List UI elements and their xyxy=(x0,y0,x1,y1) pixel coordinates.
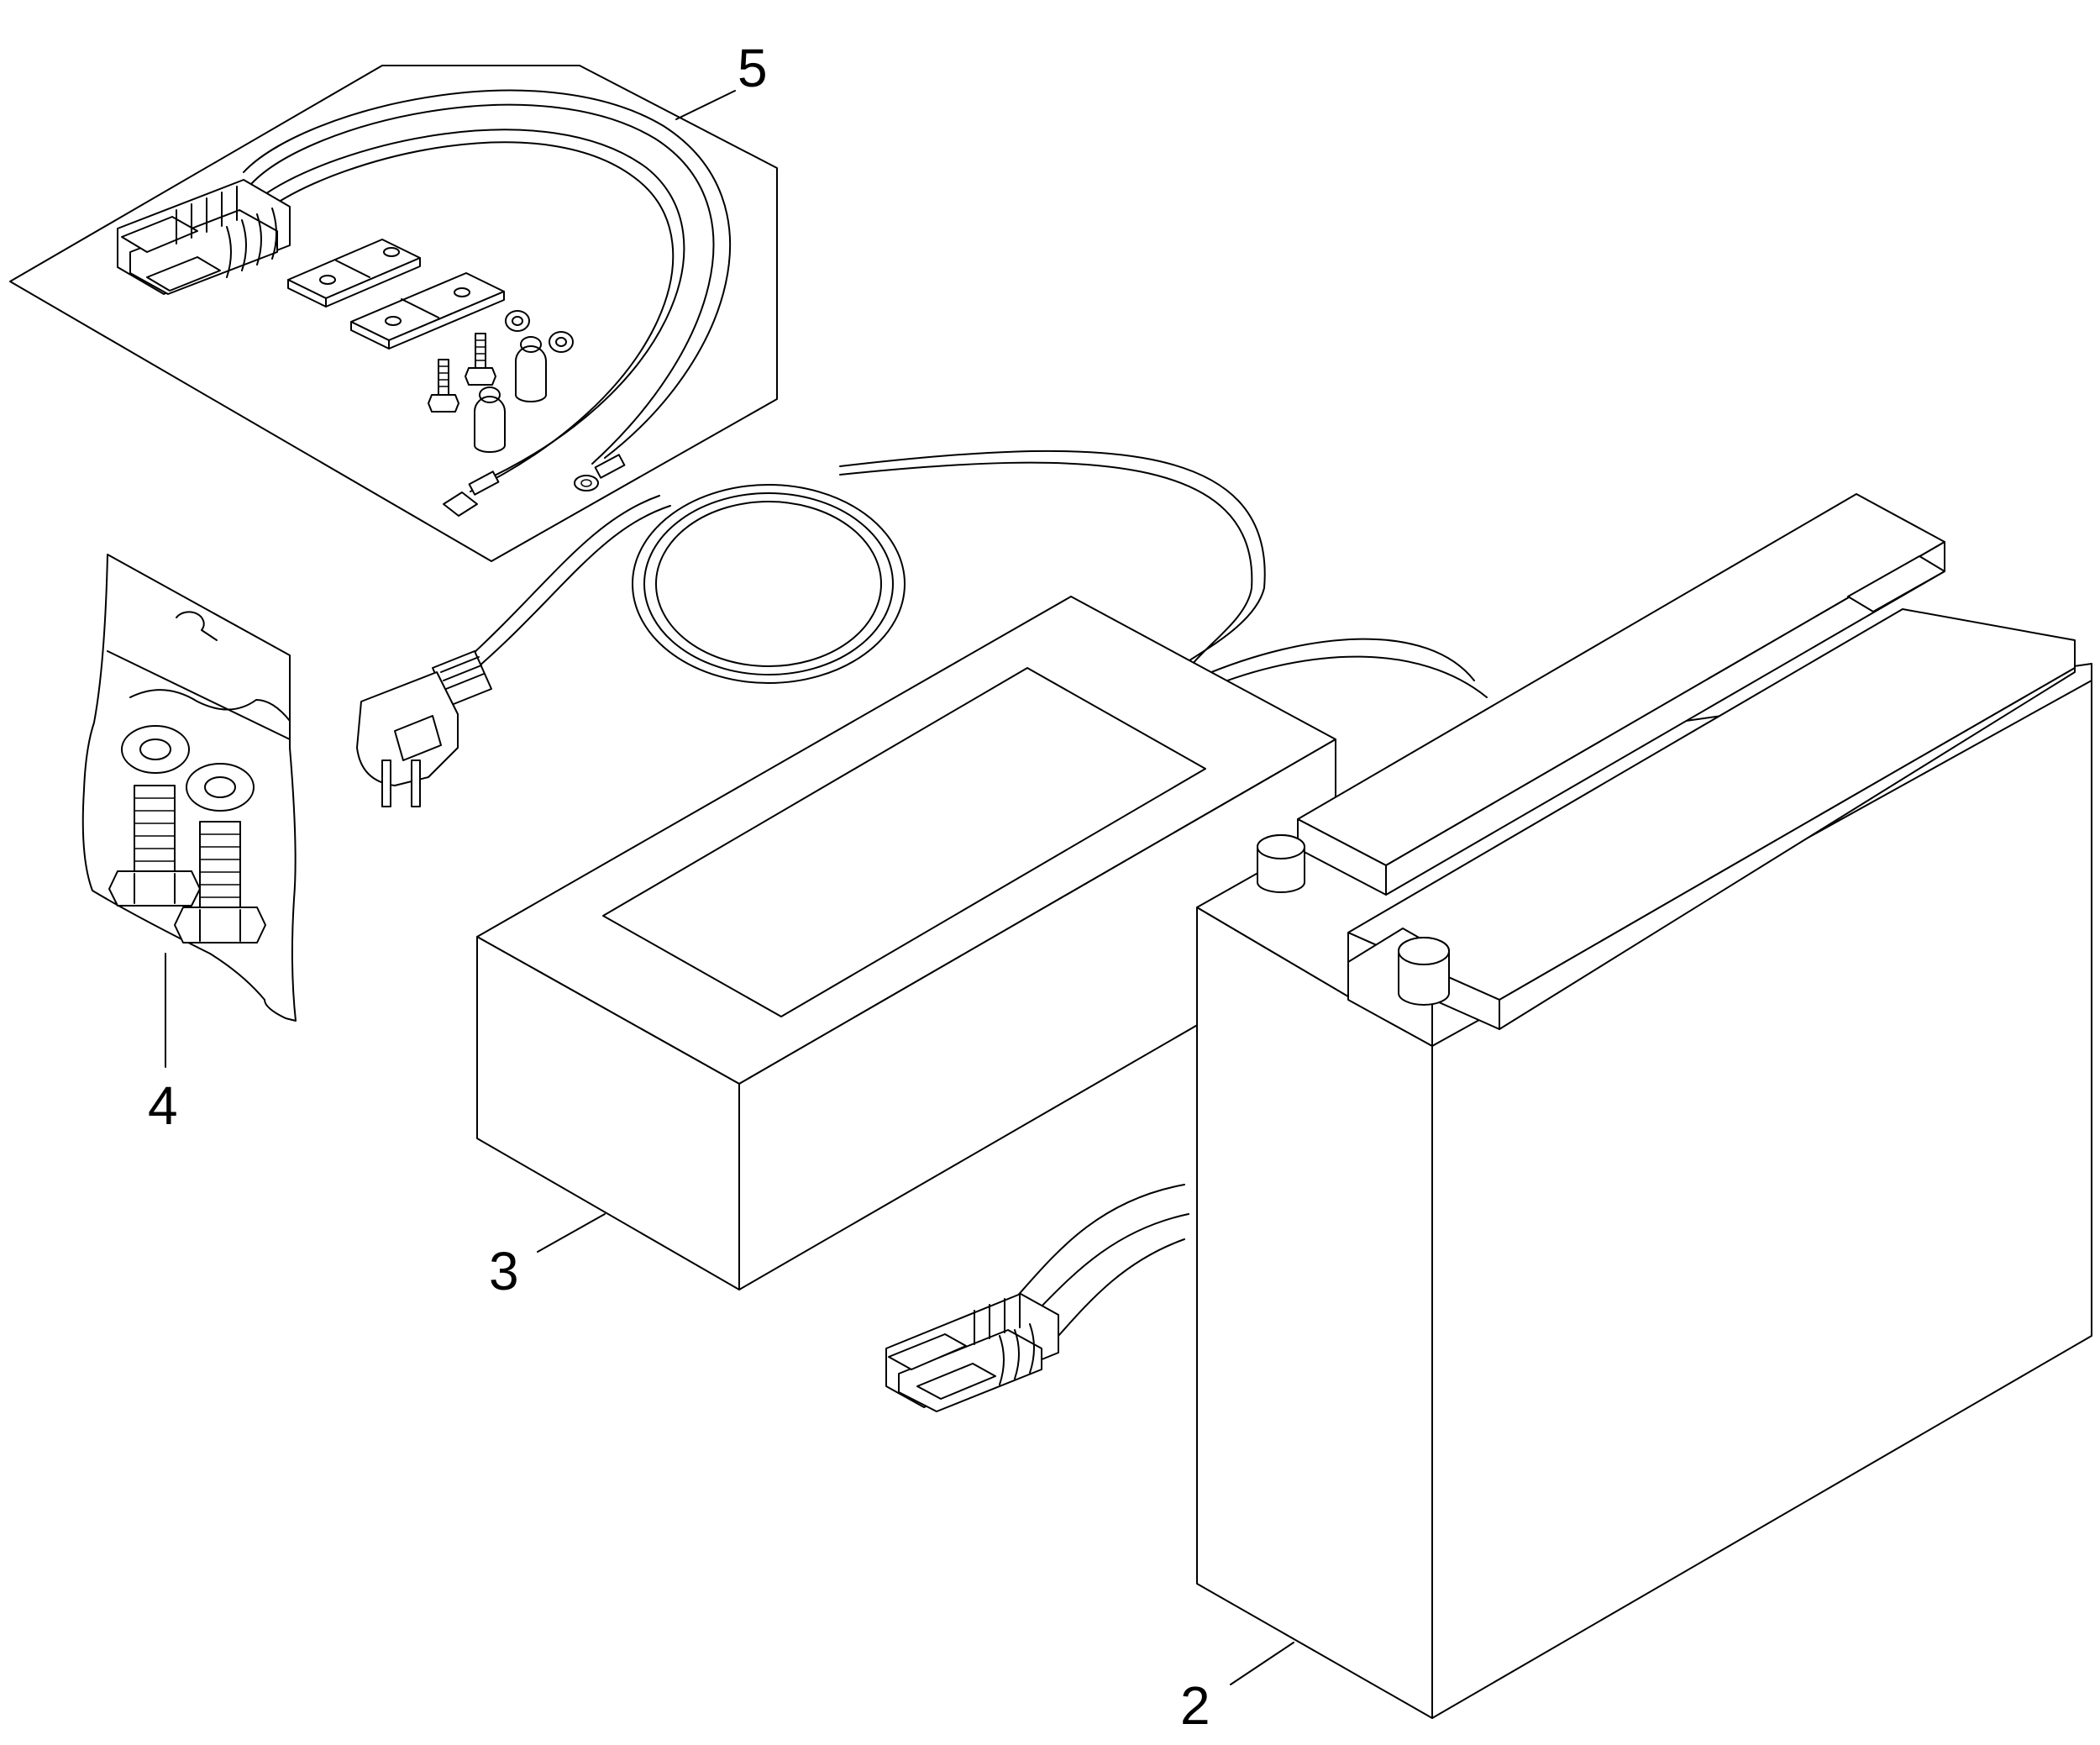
callout-5: 5 xyxy=(738,38,768,98)
small-hardware xyxy=(428,310,574,453)
callout-3: 3 xyxy=(489,1241,519,1301)
charger: 3 xyxy=(476,596,1336,1301)
battery-leader xyxy=(1230,1642,1294,1685)
anderson-connector-icon xyxy=(885,1293,1059,1412)
cable-kit-leader xyxy=(675,90,736,120)
battery: 2 xyxy=(1180,493,2092,1736)
callout-2: 2 xyxy=(1180,1675,1210,1736)
battery-terminal-left xyxy=(1257,834,1305,893)
battery-front xyxy=(1196,907,1433,1719)
battery-terminal-right xyxy=(1398,937,1450,1006)
hardware-bag: 4 xyxy=(81,554,297,1136)
charger-label-panel xyxy=(602,667,1206,1017)
mains-plug-icon xyxy=(356,650,492,807)
callout-4: 4 xyxy=(148,1075,178,1136)
charger-cables xyxy=(461,449,1488,698)
cable-kit: 5 xyxy=(9,38,778,562)
charger-leader xyxy=(537,1213,606,1253)
connector-plates xyxy=(287,239,505,350)
anderson-connector-icon xyxy=(117,179,291,295)
charger-output-connector xyxy=(885,1184,1189,1412)
